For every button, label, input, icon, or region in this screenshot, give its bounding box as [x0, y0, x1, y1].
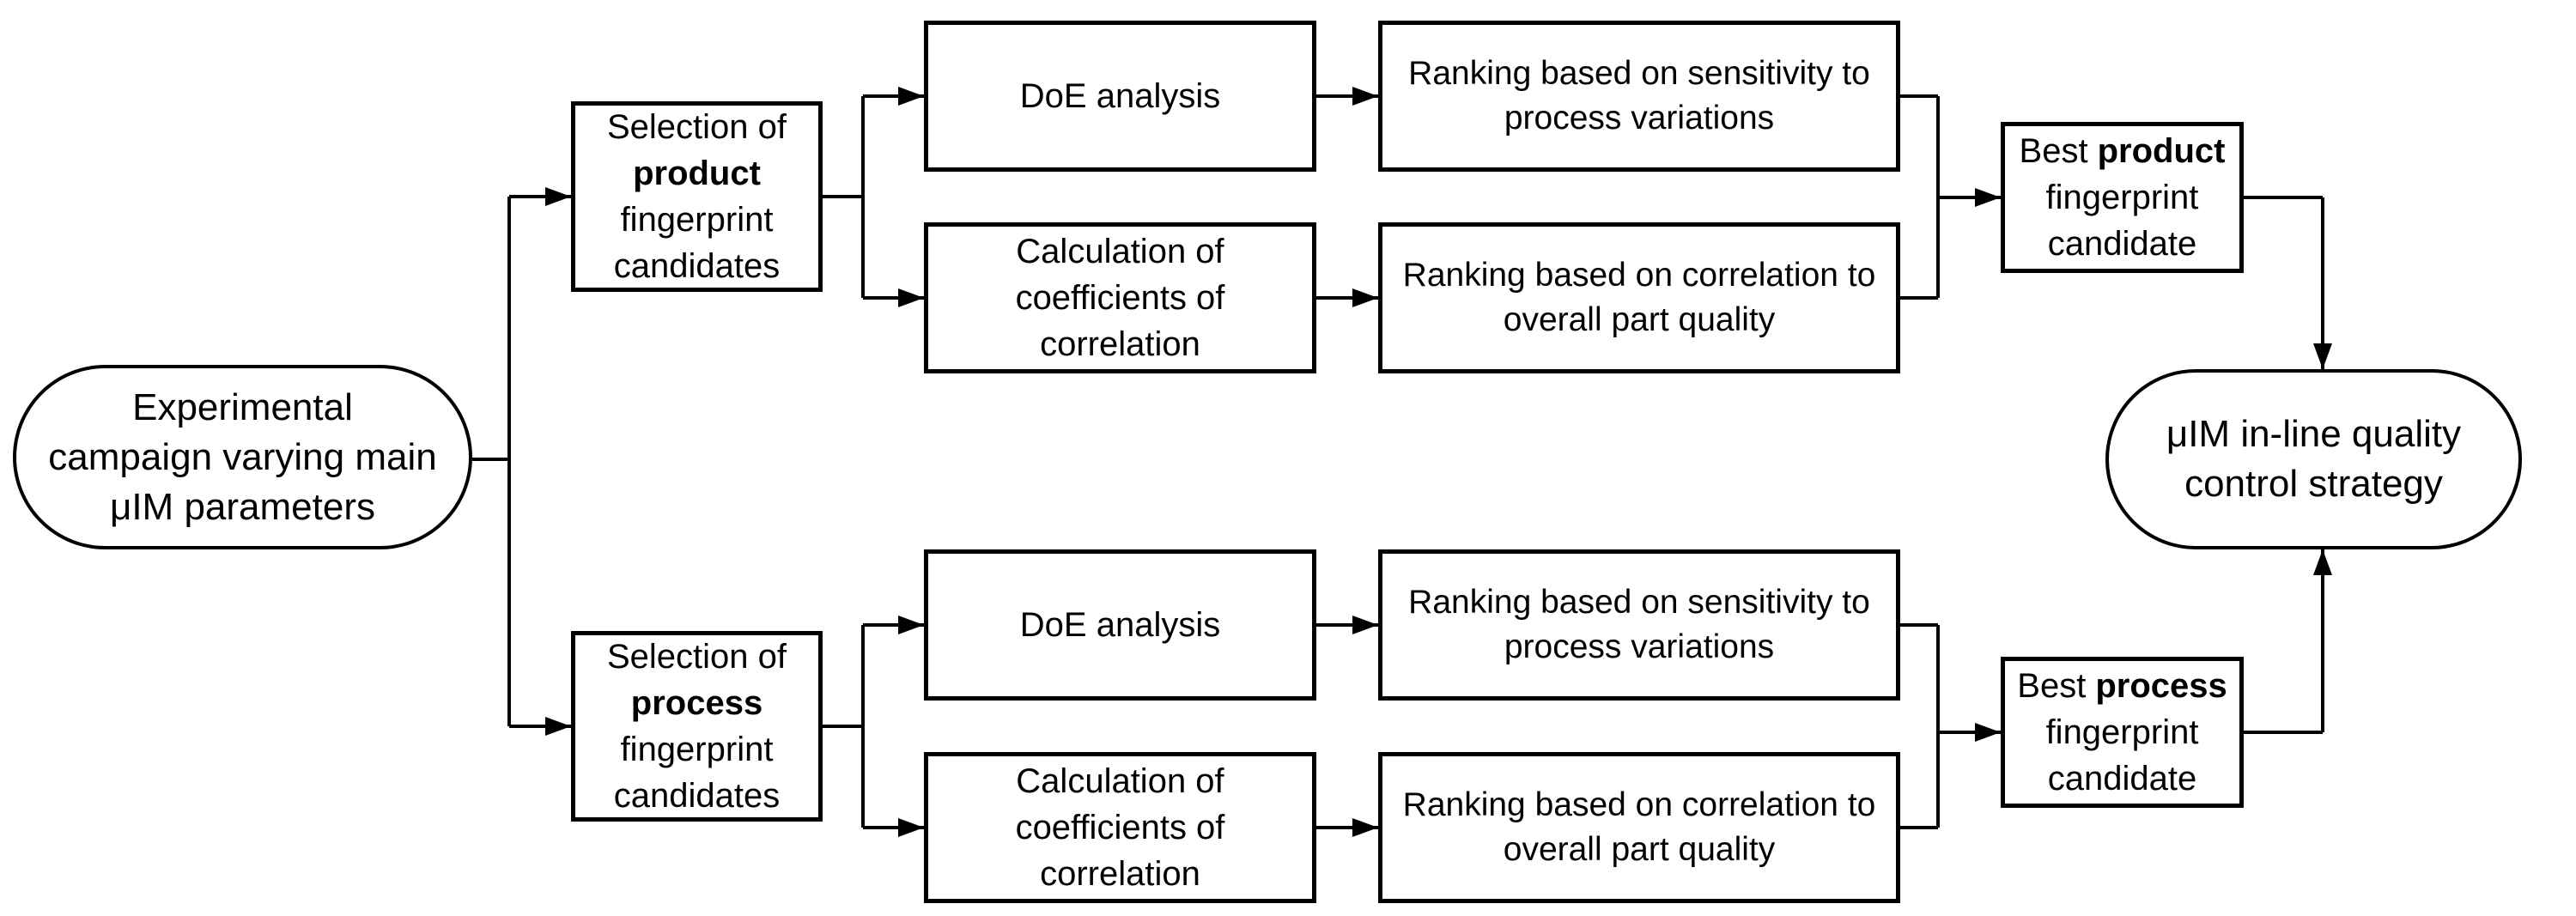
ranking-sensitivity-product-line-2: process variations [1504, 100, 1775, 136]
start-line-3: μIM parameters [109, 485, 375, 528]
correlation-calc-process-line-1: Calculation of [1016, 762, 1224, 800]
node-ranking-correlation-process: Ranking based on correlation to overall … [1378, 752, 1900, 903]
ranking-sensitivity-process-line-2: process variations [1504, 628, 1775, 665]
selection-product-line-4: candidates [613, 247, 781, 285]
end-line-1: μIM in-line quality [2166, 413, 2462, 455]
correlation-calc-process-line-3: correlation [1040, 855, 1200, 893]
selection-process-line-1: Selection of [606, 638, 787, 676]
node-ranking-sensitivity-process: Ranking based on sensitivity to process … [1378, 549, 1900, 701]
best-process-emphasis: process [2095, 667, 2227, 705]
selection-process-line-4: candidates [613, 777, 781, 815]
node-correlation-calc-process: Calculation of coefficients of correlati… [924, 752, 1316, 903]
node-start-experimental-campaign: Experimental campaign varying main μIM p… [13, 365, 472, 549]
selection-process-emphasis: process [630, 684, 763, 722]
doe-analysis-process-label: DoE analysis [1019, 606, 1221, 644]
correlation-calc-process-line-2: coefficients of [1015, 809, 1225, 846]
node-doe-analysis-process: DoE analysis [924, 549, 1316, 701]
best-product-line-2: fingerprint [2045, 179, 2199, 216]
ranking-correlation-process-line-1: Ranking based on correlation to [1402, 786, 1876, 823]
start-line-2: campaign varying main [48, 435, 437, 478]
correlation-calc-product-line-1: Calculation of [1016, 233, 1224, 270]
ranking-sensitivity-process-line-1: Ranking based on sensitivity to [1408, 584, 1870, 621]
selection-product-line-1: Selection of [606, 108, 787, 146]
node-ranking-sensitivity-product: Ranking based on sensitivity to process … [1378, 21, 1900, 172]
selection-product-line-3: fingerprint [620, 201, 774, 239]
node-end-quality-control-strategy: μIM in-line quality control strategy [2105, 369, 2522, 549]
node-correlation-calc-product: Calculation of coefficients of correlati… [924, 222, 1316, 373]
ranking-sensitivity-product-line-1: Ranking based on sensitivity to [1408, 55, 1870, 92]
selection-process-line-3: fingerprint [620, 731, 774, 768]
node-selection-process: Selection of process fingerprint candida… [571, 631, 823, 822]
best-process-prefix: Best [2017, 667, 2087, 705]
node-doe-analysis-product: DoE analysis [924, 21, 1316, 172]
ranking-correlation-product-line-2: overall part quality [1503, 301, 1776, 338]
best-product-prefix: Best [2019, 132, 2088, 170]
best-process-line-3: candidate [2047, 760, 2197, 798]
doe-analysis-product-label: DoE analysis [1019, 77, 1221, 115]
best-product-line-3: candidate [2047, 225, 2197, 263]
best-process-line-2: fingerprint [2045, 713, 2199, 751]
correlation-calc-product-line-3: correlation [1040, 325, 1200, 363]
ranking-correlation-process-line-2: overall part quality [1503, 831, 1776, 868]
node-selection-product: Selection of product fingerprint candida… [571, 101, 823, 292]
node-ranking-correlation-product: Ranking based on correlation to overall … [1378, 222, 1900, 373]
correlation-calc-product-line-2: coefficients of [1015, 279, 1225, 317]
start-line-1: Experimental [132, 385, 353, 428]
ranking-correlation-product-line-1: Ranking based on correlation to [1402, 257, 1876, 294]
end-line-2: control strategy [2184, 463, 2443, 505]
selection-product-emphasis: product [633, 155, 761, 192]
best-product-emphasis: product [2097, 132, 2226, 170]
